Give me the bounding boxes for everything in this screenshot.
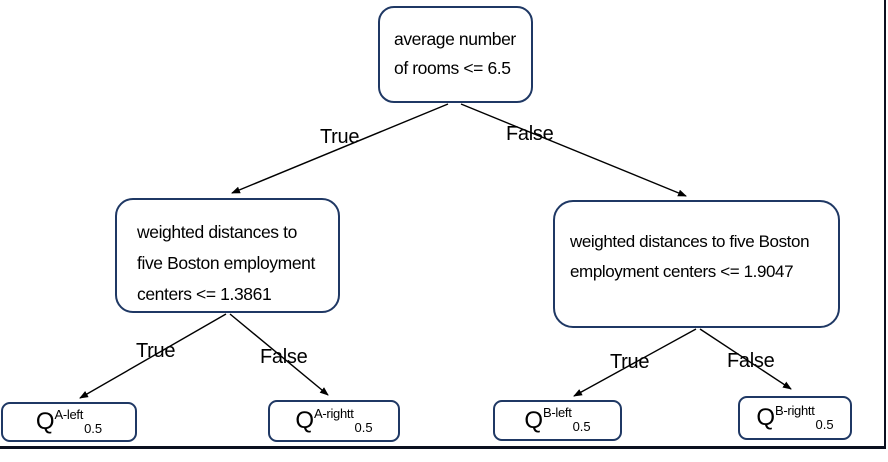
edge-right-false-arrow <box>699 328 792 390</box>
node-left-text: weighted distances to five Boston employ… <box>117 200 338 310</box>
leaf-superscript: B-left <box>543 405 572 420</box>
leaf-superscript: B-rightt <box>775 402 815 418</box>
leaf-superscript: A-rightt <box>314 405 354 421</box>
leaf-symbol: Q <box>756 404 776 431</box>
edge-left-true-arrow <box>79 313 227 399</box>
edge-root-true-arrow <box>231 103 449 194</box>
leaf-symbol: Q <box>295 407 315 434</box>
node-text-line: weighted distances to <box>137 222 297 242</box>
node-text-line: average number <box>394 29 516 49</box>
leaf-symbol: Q <box>35 408 55 435</box>
node-right-weighted-distances: weighted distances to five Boston employ… <box>553 200 840 328</box>
leaf-subscript: 0.5 <box>815 416 834 432</box>
edge-label-root-false: False <box>506 123 554 145</box>
edge-label-right-false: False <box>727 350 775 372</box>
edge-label-left-true: True <box>136 340 176 362</box>
edge-label-root-true: True <box>320 126 360 148</box>
leaf-symbol: Q <box>524 406 544 434</box>
frame-right-rule <box>884 0 886 449</box>
node-text-line: employment centers <= 1.9047 <box>570 262 794 281</box>
edge-root-false-arrow <box>460 103 687 197</box>
node-text-line: five Boston employment <box>137 253 315 273</box>
edge-left-false-arrow <box>229 313 329 396</box>
node-right-text: weighted distances to five Boston employ… <box>555 202 838 287</box>
node-root-text: average number of rooms <= 6.5 <box>380 8 531 83</box>
edge-label-left-false: False <box>260 346 308 368</box>
node-root-avg-rooms: average number of rooms <= 6.5 <box>378 6 533 103</box>
leaf-superscript: A-left <box>54 406 84 422</box>
frame-bottom-rule <box>0 446 886 449</box>
node-text-line: of rooms <= 6.5 <box>394 58 511 78</box>
edge-label-right-true: True <box>610 351 650 373</box>
node-left-weighted-distances: weighted distances to five Boston employ… <box>115 198 340 313</box>
edge-right-true-arrow <box>573 328 697 397</box>
leaf-subscript: 0.5 <box>354 419 373 435</box>
node-text-line: weighted distances to five Boston <box>570 232 810 251</box>
leaf-subscript: 0.5 <box>84 420 103 436</box>
leaf-subscript: 0.5 <box>572 419 591 434</box>
node-text-line: centers <= 1.3861 <box>137 284 272 304</box>
